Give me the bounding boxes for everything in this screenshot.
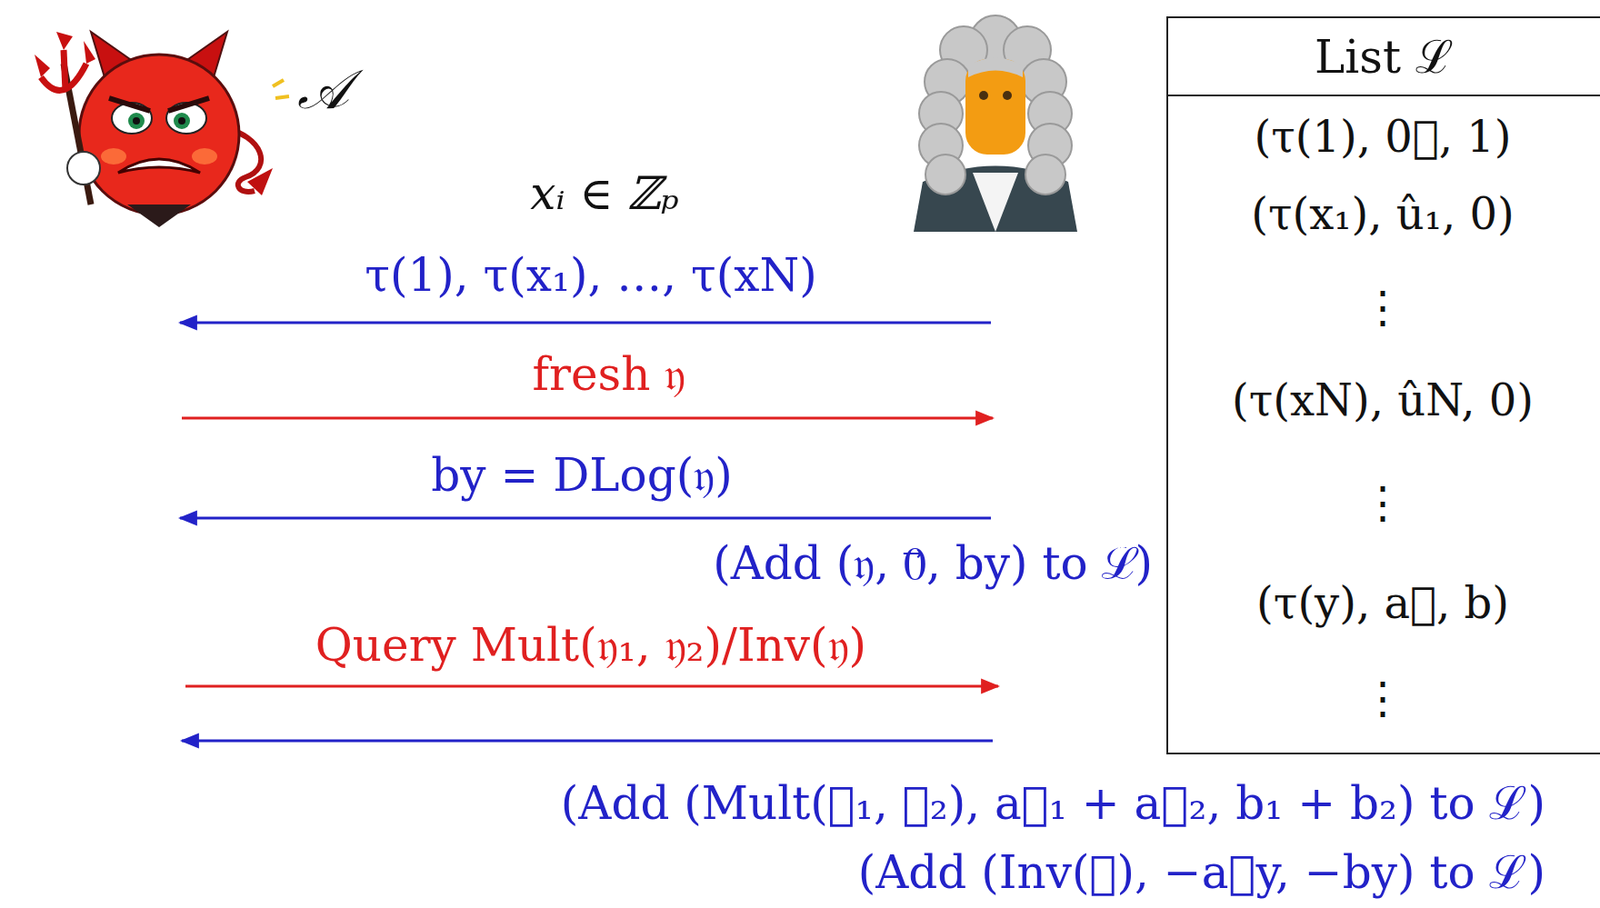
list-update-note: (Add (Inv(𝔶), −a⃗y, −by) to ℒ) — [858, 848, 1546, 899]
table-cell: (τ(xN), ûN, 0) — [1231, 376, 1534, 425]
judge-icon — [913, 15, 1078, 232]
message-arrow — [185, 685, 999, 689]
query-label: Query Mult(𝔶₁, 𝔶₂)/Inv(𝔶) — [315, 620, 867, 671]
query-label: fresh 𝔶 — [532, 350, 687, 400]
table-cell: ⋮ — [1360, 283, 1405, 332]
message-label: τ(1), τ(x₁), …, τ(xN) — [364, 250, 817, 301]
table-cell: (τ(1), 0⃗, 1) — [1254, 112, 1512, 161]
table-cell: ⋮ — [1360, 674, 1405, 723]
domain-label: xᵢ ∈ ℤₚ — [530, 169, 680, 220]
message-arrow — [181, 417, 993, 420]
message-arrow — [180, 517, 991, 520]
table-cell: (τ(y), a⃗, b) — [1256, 579, 1510, 628]
adversary-label: 𝒜 — [297, 59, 350, 120]
message-label: by = DLog(𝔶) — [430, 450, 732, 501]
devil-icon — [34, 31, 290, 228]
message-arrow — [181, 740, 993, 743]
message-arrow — [180, 321, 991, 325]
table-cell: (τ(x₁), û₁, 0) — [1250, 190, 1515, 239]
list-update-note: (Add (Mult(𝔶₁, 𝔶₂), a⃗₁ + a⃗₂, b₁ + b₂) … — [560, 779, 1546, 830]
table-cell: ⋮ — [1360, 479, 1405, 528]
list-update-note: (Add (𝔶, 0⃗, by) to ℒ) — [712, 539, 1153, 590]
table-header: List ℒ — [1168, 18, 1600, 97]
